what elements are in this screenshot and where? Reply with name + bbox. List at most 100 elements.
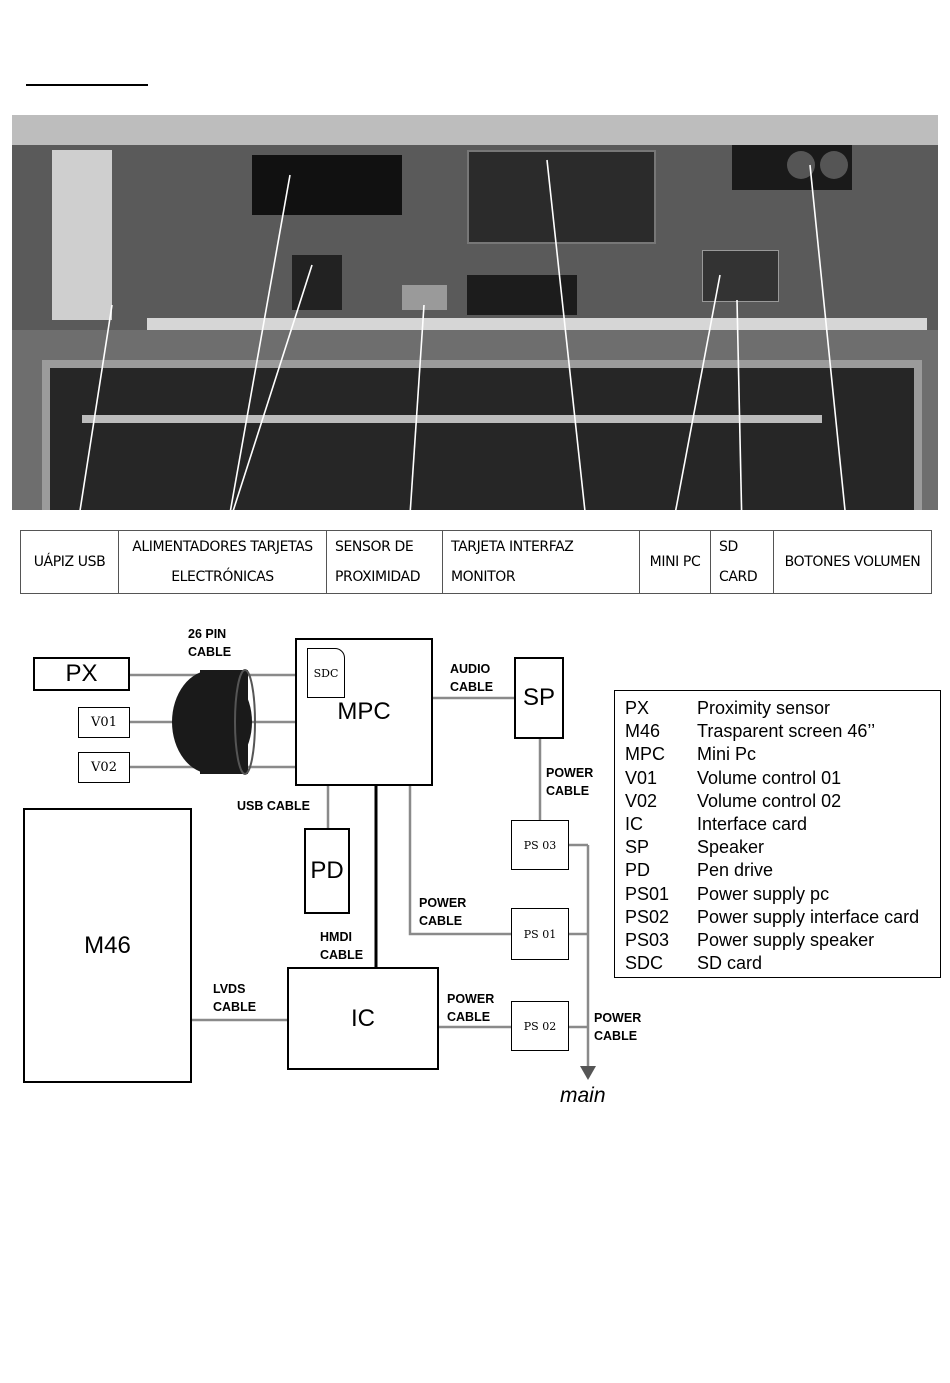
label-line: USB CABLE xyxy=(237,799,310,813)
screen-reflection xyxy=(82,415,822,423)
caption-text: MONITOR xyxy=(451,569,516,585)
legend-desc: Volume control 01 xyxy=(697,767,842,788)
caption-text: MINI PC xyxy=(649,554,701,570)
label-line: CABLE xyxy=(546,784,590,798)
block-ps03: PS 03 xyxy=(511,820,569,870)
legend-code: PS01 xyxy=(625,883,670,904)
legend-desc: Volume control 02 xyxy=(697,790,842,811)
mini-pc xyxy=(702,250,779,302)
legend-row: MPC Mini Pc xyxy=(625,743,940,766)
photo-caption-table: UÁPIZ USB ALIMENTADORES TARJETAS ELECTRÓ… xyxy=(20,530,932,594)
legend-desc: Trasparent screen 46’’ xyxy=(697,721,876,742)
block-label: PS 02 xyxy=(523,1019,557,1033)
label-line: POWER xyxy=(447,992,495,1006)
title-underline xyxy=(26,84,148,86)
legend-code: SDC xyxy=(625,953,664,974)
block-label: PD xyxy=(310,857,344,884)
legend-code: SP xyxy=(625,837,650,858)
label-line: CABLE xyxy=(594,1029,638,1043)
ribbon-cable xyxy=(467,275,577,315)
block-label: SDC xyxy=(313,666,339,680)
caption-text: PROXIMIDAD xyxy=(335,569,421,585)
label-power-cable-main: POWER CABLE xyxy=(594,1009,641,1045)
label-line: CABLE xyxy=(419,914,463,928)
caption-text: CARD xyxy=(719,569,758,585)
legend-desc: Power supply interface card xyxy=(697,906,920,927)
block-label: MPC xyxy=(337,698,391,725)
block-v01: V01 xyxy=(78,707,130,738)
legend-code: V01 xyxy=(625,767,658,788)
legend-code: IC xyxy=(625,814,643,835)
legend-row: IC Interface card xyxy=(625,813,940,836)
legend-desc: Interface card xyxy=(697,814,808,835)
legend-row: PD Pen drive xyxy=(625,859,940,882)
power-adapter xyxy=(252,155,402,215)
legend-code: PS03 xyxy=(625,930,670,951)
legend-row: SP Speaker xyxy=(625,836,940,859)
pointer-lines xyxy=(79,159,846,510)
caption-power-supplies: ALIMENTADORES TARJETAS ELECTRÓNICAS xyxy=(119,531,327,593)
label-power-cable-mpc: POWER CABLE xyxy=(419,894,466,930)
block-label: PS 03 xyxy=(523,838,557,852)
label-line: CABLE xyxy=(213,1000,257,1014)
screen-glass xyxy=(42,360,922,510)
caption-text: BOTONES VOLUMEN xyxy=(784,554,921,570)
label-line: AUDIO xyxy=(450,662,491,676)
mounting-rail xyxy=(147,318,927,330)
wire-power-mpc xyxy=(408,785,512,936)
legend-desc: SD card xyxy=(697,953,763,974)
legend-code: PD xyxy=(625,860,651,881)
label-line: 26 PIN xyxy=(188,627,227,641)
label-line: HMDI xyxy=(320,930,352,944)
volume-button-2 xyxy=(820,151,848,179)
block-ps01: PS 01 xyxy=(511,908,569,960)
label-line: CABLE xyxy=(450,680,494,694)
legend-row: SDC SD card xyxy=(625,952,940,975)
main-arrow-head xyxy=(580,1066,596,1080)
block-label: IC xyxy=(351,1004,375,1032)
caption-volume-buttons: BOTONES VOLUMEN xyxy=(774,531,931,593)
caption-text: UÁPIZ USB xyxy=(33,554,106,570)
block-label: V02 xyxy=(91,760,117,775)
caption-text: ELECTRÓNICAS xyxy=(171,569,274,585)
block-label: V01 xyxy=(91,715,117,730)
caption-text: SENSOR DE xyxy=(335,539,414,555)
legend-code: MPC xyxy=(625,744,665,765)
legend-code: M46 xyxy=(625,721,661,742)
legend-desc: Speaker xyxy=(697,837,765,858)
caption-sd-card: SD CARD xyxy=(711,531,774,593)
label-line: POWER xyxy=(419,896,467,910)
device-photo xyxy=(12,115,938,510)
label-line: LVDS xyxy=(213,982,246,996)
label-power-cable-sp: POWER CABLE xyxy=(546,764,593,800)
legend-desc: Pen drive xyxy=(697,860,774,881)
main-label: main xyxy=(560,1084,606,1107)
interface-board xyxy=(467,150,656,244)
label-power-cable-ic: POWER CABLE xyxy=(447,990,494,1026)
legend-desc: Mini Pc xyxy=(697,744,757,765)
caption-text: ALIMENTADORES TARJETAS xyxy=(132,539,313,555)
legend-row: M46 Trasparent screen 46’’ xyxy=(625,720,940,743)
block-ps02: PS 02 xyxy=(511,1001,569,1051)
label-hdmi-cable: HMDI CABLE xyxy=(320,928,363,964)
block-pd: PD xyxy=(304,828,350,914)
block-v02: V02 xyxy=(78,752,130,783)
block-label: M46 xyxy=(84,931,131,959)
label-lvds-cable: LVDS CABLE xyxy=(213,980,256,1016)
label-line: POWER xyxy=(546,766,594,780)
cable-26pin-cylinder xyxy=(172,669,256,775)
label-usb-cable: USB CABLE xyxy=(237,797,310,815)
caption-proximity-sensor: SENSOR DE PROXIMIDAD xyxy=(327,531,443,593)
bracket xyxy=(52,150,112,320)
caption-interface-card: TARJETA INTERFAZ MONITOR xyxy=(443,531,640,593)
block-label: PS 01 xyxy=(523,927,557,941)
block-m46: M46 xyxy=(23,808,192,1083)
block-px: PX xyxy=(33,657,130,691)
block-label: PX xyxy=(65,660,98,687)
